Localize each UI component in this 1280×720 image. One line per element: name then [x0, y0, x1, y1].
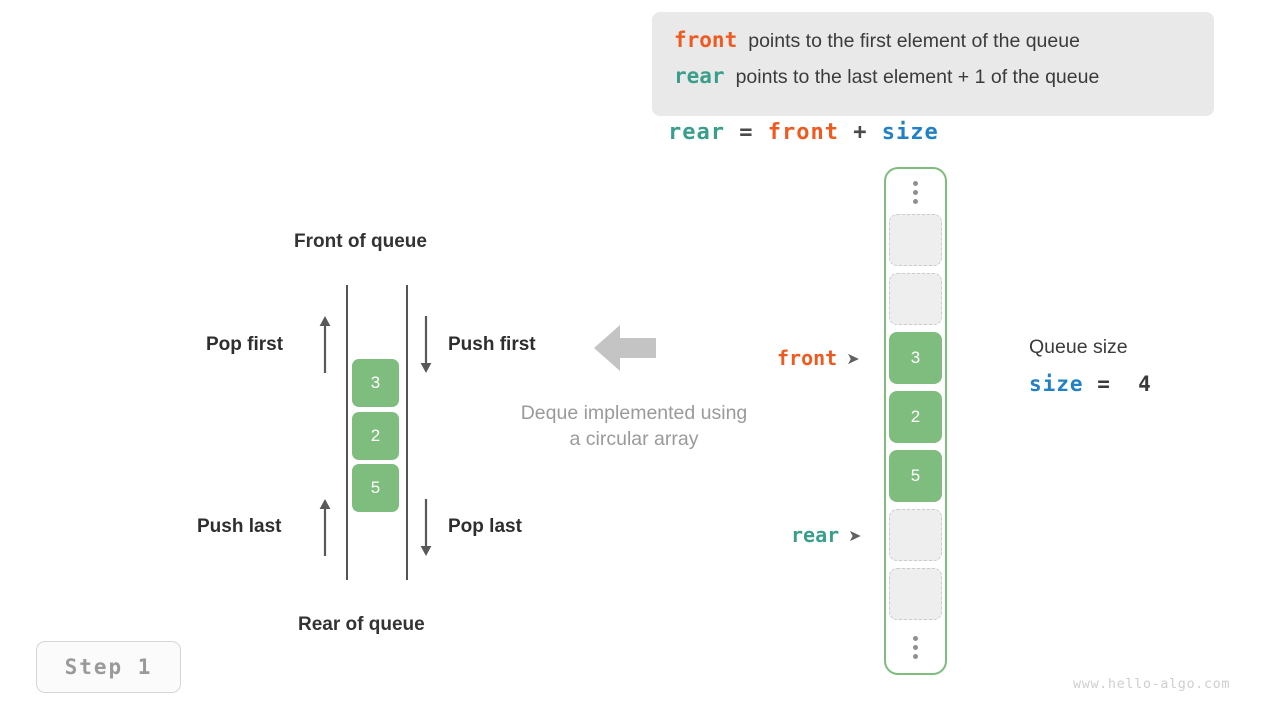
size-variable: size — [1029, 372, 1084, 396]
pop-first-arrow-icon — [318, 315, 332, 375]
push-last-label: Push last — [197, 516, 282, 537]
formula-size-term: size — [881, 120, 939, 145]
array-ellipsis-top — [889, 175, 942, 209]
rear-pointer-label: rear — [791, 523, 840, 547]
array-ellipsis-bottom — [889, 630, 942, 664]
array-slot-filled: 3 — [889, 332, 942, 384]
watermark: www.hello-algo.com — [1073, 676, 1231, 692]
formula-rear-term: rear — [668, 120, 725, 145]
front-description: points to the first element of the queue — [748, 30, 1080, 52]
rear-keyword: rear — [674, 64, 725, 88]
mapping-arrow-icon — [594, 322, 656, 379]
circular-array-container — [884, 167, 947, 675]
front-pointer-arrow-icon: ➤ — [846, 348, 860, 368]
queue-size-title: Queue size — [1029, 336, 1128, 358]
formula-front-term: front — [767, 120, 839, 145]
deque-cell: 3 — [352, 359, 399, 407]
front-pointer-label: front — [777, 346, 838, 370]
front-pointer: front ➤ — [777, 346, 860, 370]
pointer-legend-box: front points to the first element of the… — [652, 12, 1214, 116]
pop-first-label: Pop first — [206, 334, 284, 355]
queue-size-expression: size = 4 — [1029, 372, 1152, 396]
rear-description: points to the last element + 1 of the qu… — [735, 66, 1100, 88]
push-first-arrow-icon — [419, 315, 433, 375]
front-keyword: front — [674, 28, 738, 52]
center-caption-line2: a circular array — [569, 428, 699, 450]
array-slot-filled: 5 — [889, 450, 942, 502]
deque-cell: 2 — [352, 412, 399, 460]
rear-pointer-arrow-icon: ➤ — [848, 525, 862, 545]
rear-formula: rear = front + size — [668, 120, 939, 145]
array-slot-empty — [889, 214, 942, 266]
push-last-arrow-icon — [318, 498, 332, 558]
formula-plus: + — [838, 120, 882, 145]
pop-last-label: Pop last — [448, 516, 522, 537]
legend-row-front: front points to the first element of the… — [674, 28, 1192, 64]
array-slot-empty — [889, 509, 942, 561]
formula-equals: = — [724, 120, 768, 145]
rear-of-queue-label: Rear of queue — [298, 614, 425, 635]
deque-cell: 5 — [352, 464, 399, 512]
center-caption-line1: Deque implemented using — [520, 402, 748, 424]
push-first-label: Push first — [448, 334, 536, 355]
array-slot-empty — [889, 273, 942, 325]
array-slot-empty — [889, 568, 942, 620]
deque-rail-left — [346, 285, 348, 580]
size-value: = 4 — [1083, 372, 1152, 396]
pop-last-arrow-icon — [419, 498, 433, 558]
array-slot-filled: 2 — [889, 391, 942, 443]
deque-rail-right — [406, 285, 408, 580]
front-of-queue-label: Front of queue — [294, 231, 427, 252]
center-caption: Deque implemented using a circular array — [478, 400, 790, 452]
step-badge: Step 1 — [36, 641, 181, 693]
legend-row-rear: rear points to the last element + 1 of t… — [674, 64, 1192, 100]
rear-pointer: rear ➤ — [791, 523, 862, 547]
